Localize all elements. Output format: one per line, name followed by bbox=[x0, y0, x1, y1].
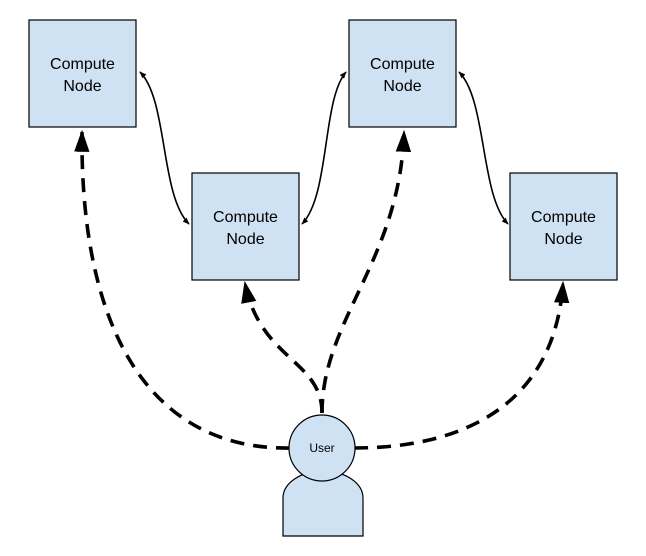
compute-node-1-label-line1: Compute bbox=[50, 56, 115, 73]
compute-node-2[interactable]: Compute Node bbox=[191, 172, 300, 281]
compute-node-2-label-line1: Compute bbox=[213, 209, 278, 226]
compute-node-3-box bbox=[348, 19, 457, 128]
node-links bbox=[139, 71, 509, 225]
compute-node-4-label-line1: Compute bbox=[531, 209, 596, 226]
compute-node-4[interactable]: Compute Node bbox=[509, 172, 618, 281]
user-to-node4-link bbox=[353, 280, 570, 450]
user-actor[interactable]: User bbox=[282, 414, 364, 537]
compute-node-4-box bbox=[509, 172, 618, 281]
compute-node-4-label-line2: Node bbox=[544, 231, 582, 248]
user-to-node2-link bbox=[241, 280, 324, 414]
compute-node-3-label-line2: Node bbox=[383, 78, 421, 95]
user-links bbox=[74, 129, 570, 450]
link-node3-node4 bbox=[458, 71, 509, 225]
compute-node-1[interactable]: Compute Node bbox=[28, 19, 137, 128]
user-head-icon bbox=[288, 414, 356, 482]
compute-node-2-label-line2: Node bbox=[226, 231, 264, 248]
compute-node-3-label-line1: Compute bbox=[370, 56, 435, 73]
compute-node-2-box bbox=[191, 172, 300, 281]
user-to-node1-link bbox=[74, 129, 291, 450]
user-to-node3-link bbox=[320, 129, 412, 414]
user-label: User bbox=[309, 441, 334, 455]
link-node2-node3 bbox=[301, 71, 347, 225]
compute-node-1-box bbox=[28, 19, 137, 128]
link-node1-node2 bbox=[139, 71, 190, 225]
compute-node-1-label-line2: Node bbox=[63, 78, 101, 95]
compute-node-3[interactable]: Compute Node bbox=[348, 19, 457, 128]
